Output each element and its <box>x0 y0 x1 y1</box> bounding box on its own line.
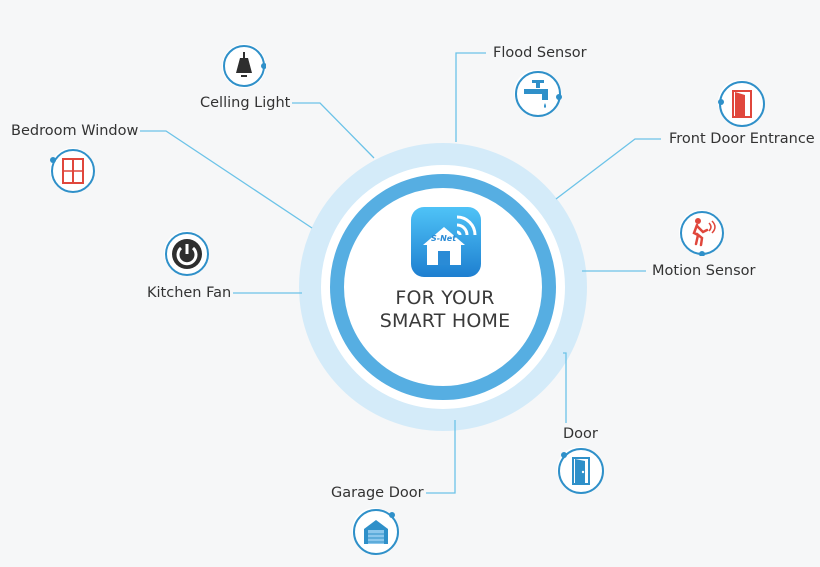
connector-garage-door <box>426 420 456 494</box>
hub-title: FOR YOUR SMART HOME <box>345 287 545 333</box>
ceiling-light-icon <box>222 44 266 88</box>
garage-door-icon <box>352 508 399 555</box>
logo-text: S-Net <box>431 234 457 243</box>
label-motion-sensor: Motion Sensor <box>652 263 756 279</box>
label-ceiling-light: Celling Light <box>200 95 291 111</box>
motion-sensor-icon <box>679 210 724 256</box>
connector-front-door <box>555 138 661 200</box>
label-kitchen-fan: Kitchen Fan <box>147 285 232 301</box>
door-icon <box>557 447 604 494</box>
hub-title-line2: SMART HOME <box>379 310 511 332</box>
label-flood-sensor: Flood Sensor <box>493 45 587 61</box>
label-front-door: Front Door Entrance <box>669 131 815 147</box>
connector-door <box>563 352 567 423</box>
faucet-icon <box>514 70 562 117</box>
snet-app-icon: S-Net <box>411 207 481 277</box>
hub-title-line1: FOR YOUR <box>395 287 495 309</box>
label-garage-door: Garage Door <box>331 485 424 501</box>
connector-ceiling-light <box>292 102 375 159</box>
label-bedroom-window: Bedroom Window <box>11 123 139 139</box>
connector-bedroom-window <box>140 130 313 229</box>
power-icon <box>164 231 209 276</box>
front-door-icon <box>718 80 765 127</box>
label-door: Door <box>563 426 598 442</box>
hub-ring <box>330 174 556 400</box>
window-icon <box>50 148 95 193</box>
connector-flood-sensor <box>455 52 486 142</box>
